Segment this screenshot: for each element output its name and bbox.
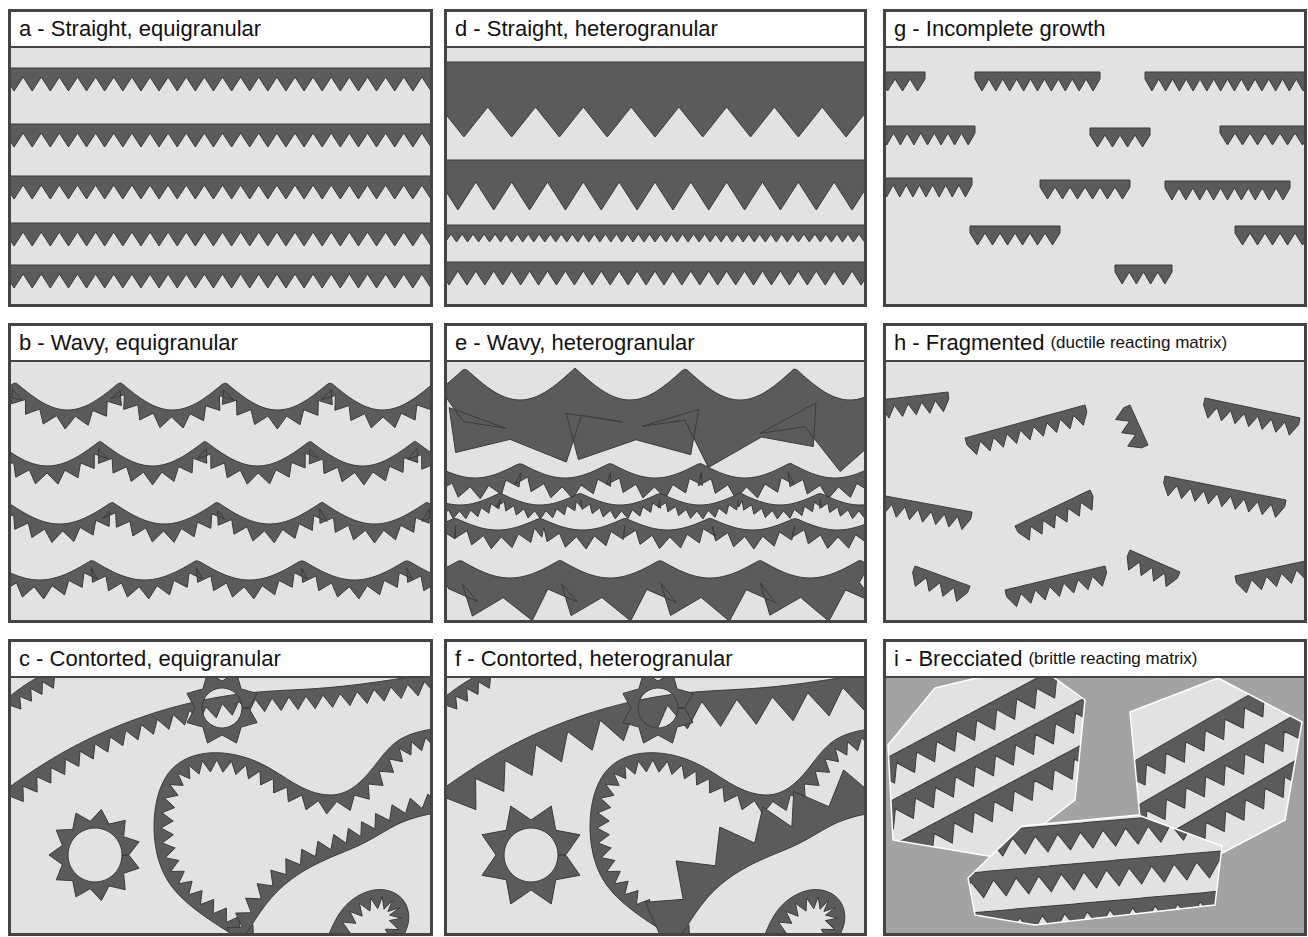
mineral-band: [325, 890, 409, 933]
mineral-band: [11, 677, 55, 709]
mineral-band: [1040, 180, 1130, 199]
panel-title: h - Fragmented: [894, 330, 1044, 356]
panel-header: a - Straight, equigranular: [11, 12, 430, 48]
panel-title: d - Straight, heterogranular: [455, 16, 718, 42]
texture-panel: c - Contorted, equigranular: [8, 639, 433, 936]
mineral-band: [11, 68, 430, 91]
panel-title: a - Straight, equigranular: [19, 16, 261, 42]
mineral-band: [447, 262, 864, 285]
mineral-band: [928, 887, 1269, 933]
panel-subtitle: (ductile reacting matrix): [1050, 333, 1227, 353]
panel-title: i - Brecciated: [894, 646, 1022, 672]
mineral-band: [1044, 677, 1304, 836]
texture-panel: e - Wavy, heterogranular: [444, 323, 867, 623]
mineral-band: [447, 518, 864, 549]
mineral-band: [761, 890, 845, 933]
mineral-band: [447, 493, 864, 519]
texture-panel: a - Straight, equigranular: [8, 9, 433, 307]
mineral-band: [1090, 128, 1150, 147]
panel-header: d - Straight, heterogranular: [447, 12, 864, 48]
panel-header: h - Fragmented (ductile reacting matrix): [886, 326, 1304, 362]
clast-outline: [968, 815, 1222, 925]
mineral-band: [1115, 265, 1172, 284]
mineral-band: [187, 677, 257, 743]
mineral-band: [11, 265, 430, 288]
panel-title: g - Incomplete growth: [894, 16, 1106, 42]
mineral-band: [886, 495, 972, 529]
mineral-band: [11, 176, 430, 199]
panel-header: b - Wavy, equigranular: [11, 326, 430, 362]
mineral-band: [11, 223, 430, 246]
mineral-band: [913, 566, 970, 601]
mineral-band: [1164, 476, 1286, 517]
mineral-band: [447, 225, 864, 242]
mineral-band: [11, 502, 430, 543]
texture-sketch: [11, 383, 430, 599]
panel-header: g - Incomplete growth: [886, 12, 1304, 48]
texture-panel: b - Wavy, equigranular: [8, 323, 433, 623]
mineral-band: [886, 178, 972, 197]
mineral-band: [447, 560, 864, 620]
mineral-band: [623, 677, 693, 743]
mineral-band: [1116, 405, 1148, 448]
mineral-band: [970, 226, 1060, 245]
mineral-band: [1220, 126, 1304, 145]
mineral-band: [447, 62, 864, 137]
texture-panel: f - Contorted, heterogranular: [444, 639, 867, 936]
mineral-band: [886, 72, 925, 91]
mineral-band: [447, 368, 864, 472]
texture-sketch: [886, 677, 1304, 933]
texture-panel: i - Brecciated (brittle reacting matrix): [883, 639, 1307, 936]
mineral-band: [886, 126, 975, 145]
texture-sketch: [11, 677, 430, 933]
panel-title: e - Wavy, heterogranular: [455, 330, 695, 356]
texture-sketch: [447, 677, 864, 933]
mineral-band: [1204, 398, 1300, 435]
panel-header: i - Brecciated (brittle reacting matrix): [886, 642, 1304, 678]
mineral-band: [482, 806, 580, 904]
texture-sketch: [886, 72, 1304, 284]
texture-sketch: [886, 392, 1304, 607]
mineral-band: [447, 677, 491, 709]
mineral-band: [975, 72, 1100, 91]
mineral-band: [1005, 566, 1107, 607]
panel-header: e - Wavy, heterogranular: [447, 326, 864, 362]
mineral-band: [447, 160, 864, 210]
texture-sketch: [447, 368, 864, 620]
mineral-band: [11, 441, 430, 485]
mineral-band: [49, 809, 139, 900]
mineral-band: [886, 392, 949, 418]
mineral-band: [1235, 560, 1304, 593]
mineral-band: [447, 464, 864, 499]
mineral-band: [11, 383, 430, 429]
mineral-band: [1015, 490, 1093, 540]
panel-title: b - Wavy, equigranular: [19, 330, 238, 356]
mineral-band: [11, 561, 430, 599]
texture-sketch: [447, 62, 864, 285]
panel-header: f - Contorted, heterogranular: [447, 642, 864, 678]
texture-panel: h - Fragmented (ductile reacting matrix): [883, 323, 1307, 623]
texture-panel: g - Incomplete growth: [883, 9, 1307, 307]
matrix-ground: [886, 47, 1304, 304]
mineral-band: [965, 405, 1087, 454]
mineral-band: [1235, 226, 1304, 245]
texture-panel: d - Straight, heterogranular: [444, 9, 867, 307]
texture-sketch: [11, 68, 430, 288]
mineral-band: [1127, 550, 1180, 587]
panel-title: c - Contorted, equigranular: [19, 646, 281, 672]
panel-subtitle: (brittle reacting matrix): [1028, 649, 1197, 669]
panel-header: c - Contorted, equigranular: [11, 642, 430, 678]
mineral-band: [11, 124, 430, 147]
panel-title: f - Contorted, heterogranular: [455, 646, 733, 672]
mineral-band: [1165, 181, 1290, 200]
mineral-band: [1145, 72, 1304, 91]
